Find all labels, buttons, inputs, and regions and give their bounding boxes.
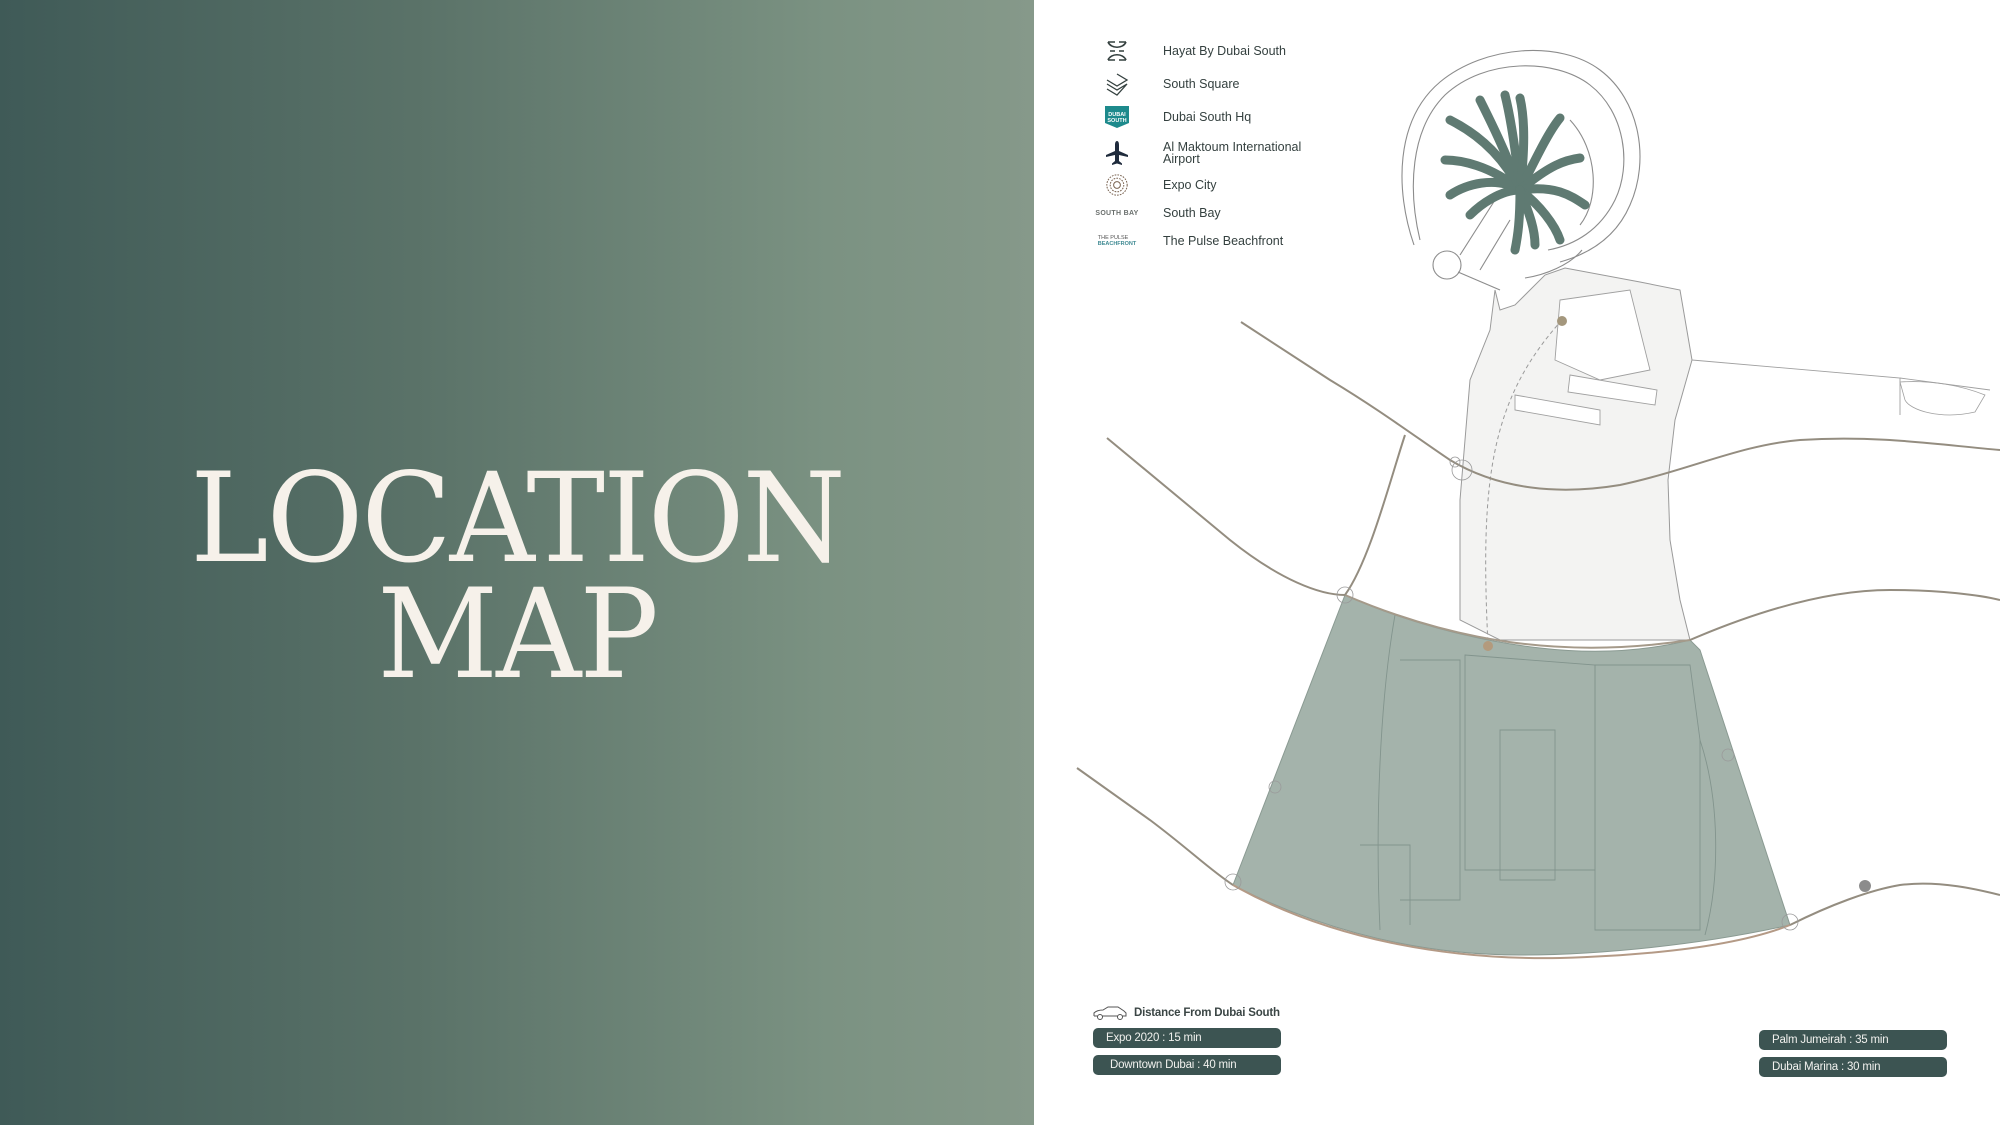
south-bay-logo-icon: SOUTH BAY	[1095, 209, 1139, 217]
distance-pill-dubai-marina: Dubai Marina : 30 min	[1759, 1057, 1947, 1077]
airplane-icon	[1106, 141, 1128, 165]
page-title: LOCATION MAP	[0, 445, 1034, 707]
palm-fronds	[1440, 90, 1590, 255]
e311-road	[1689, 588, 2000, 641]
title-line-2: MAP	[377, 561, 658, 707]
distance-pill-downtown: Downtown Dubai : 40 min	[1093, 1055, 1281, 1075]
dubai-south-badge-icon: DUBAI SOUTH	[1105, 106, 1129, 128]
legend-item-south-square[interactable]: South Square	[1092, 71, 1352, 97]
dubai-south-land	[1232, 594, 1791, 956]
palm-breakwater	[1401, 49, 1641, 291]
legend-item-hayat[interactable]: Hayat By Dubai South	[1092, 38, 1352, 64]
map-base-drawing	[1076, 49, 2000, 960]
legend-item-expo-city[interactable]: Expo City	[1092, 172, 1352, 198]
title-line-1: LOCATION	[190, 445, 845, 591]
port-basins	[1514, 289, 1658, 426]
legend-item-dubai-south-hq[interactable]: DUBAI SOUTH Dubai South Hq	[1092, 104, 1352, 130]
distance-pill-expo: Expo 2020 : 15 min	[1093, 1028, 1281, 1048]
roads	[1076, 321, 2000, 960]
interchanges	[1224, 456, 1799, 931]
south-square-icon	[1106, 73, 1129, 96]
title-panel: LOCATION MAP	[0, 0, 1034, 1125]
distance-pill-palm-jumeirah: Palm Jumeirah : 35 min	[1759, 1030, 1947, 1050]
location-map[interactable]: DUBAI SOUTH EMAARSOUTH SOUTH BAY THE PUL…	[1034, 0, 2000, 1125]
svg-text:DUBAI: DUBAI	[1108, 112, 1126, 118]
svg-text:SOUTH: SOUTH	[1107, 118, 1126, 124]
e44-road	[1240, 321, 2000, 491]
car-icon	[1093, 1006, 1127, 1020]
plot-lines	[1360, 614, 1717, 936]
hayat-logo-icon	[1107, 41, 1127, 61]
metro-point	[1557, 316, 1567, 326]
e611-road	[1789, 882, 2000, 926]
distance-header: Distance From Dubai South	[1092, 1004, 1280, 1022]
expo-city-icon	[1106, 174, 1128, 196]
legend-item-airport[interactable]: Al Maktoum International Airport	[1092, 138, 1352, 168]
legend-item-south-bay[interactable]: SOUTH BAY South Bay	[1095, 206, 1221, 220]
